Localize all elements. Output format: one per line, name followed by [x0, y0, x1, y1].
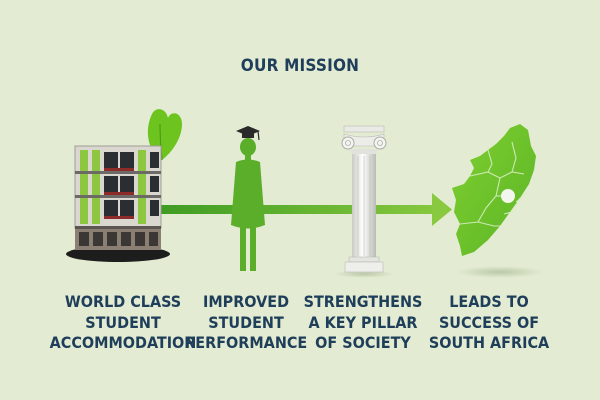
pillar-icon — [334, 125, 394, 278]
step-label-society: STRENGTHENS A KEY PILLAR OF SOCIETY — [303, 292, 423, 352]
graduate-icon — [231, 126, 265, 271]
diagram-title: OUR MISSION — [240, 56, 360, 76]
step-label-performance: IMPROVED STUDENT PERFORMANCE — [184, 292, 308, 352]
south-africa-map-icon — [452, 124, 544, 278]
progress-arrow — [150, 193, 452, 226]
step-label-accommodation: WORLD CLASS STUDENT ACCOMMODATION — [49, 292, 197, 352]
building-icon — [66, 109, 182, 262]
step-label-south-africa: LEADS TO SUCCESS OF SOUTH AFRICA — [428, 292, 550, 352]
